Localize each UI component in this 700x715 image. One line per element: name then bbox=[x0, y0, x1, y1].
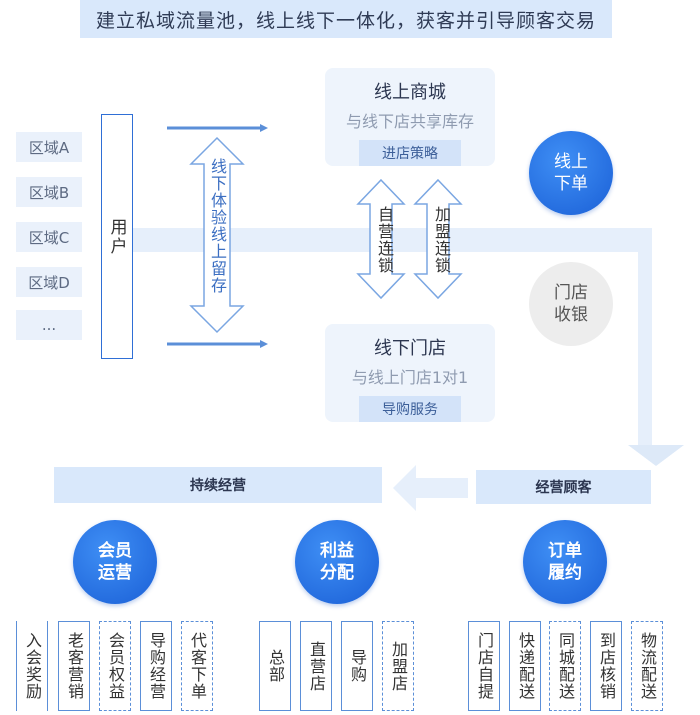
online-order-label: 线上下单 bbox=[554, 152, 588, 194]
offline-store-card: 线下门店 与线上门店1对1 导购服务 bbox=[325, 324, 495, 422]
online-store-title: 线上商城 bbox=[374, 82, 446, 103]
store-cashier-circle: 门店收银 bbox=[529, 262, 613, 346]
member-ops-label: 会员运营 bbox=[98, 541, 132, 583]
online-store-subtitle: 与线下店共享库存 bbox=[345, 112, 474, 131]
customer-bar: 经营顾客 bbox=[476, 470, 651, 504]
franchise-chain-label: 加盟连锁 bbox=[432, 206, 451, 274]
list-item: 快递配送 bbox=[509, 621, 541, 711]
order-fulfillment-circle: 订单履约 bbox=[523, 520, 607, 604]
chain-arrow-franchise bbox=[413, 178, 463, 300]
list-item: 门店自提 bbox=[468, 621, 500, 711]
offline-store-title: 线下门店 bbox=[374, 338, 446, 359]
member-ops-circle: 会员运营 bbox=[73, 520, 157, 604]
chain-arrow-self bbox=[356, 178, 406, 300]
list-item: 物流配送 bbox=[631, 621, 663, 711]
profit-distribution-circle: 利益分配 bbox=[295, 520, 379, 604]
order-fulfillment-label: 订单履约 bbox=[548, 541, 582, 583]
region-more: ... bbox=[16, 310, 82, 340]
list-item: 导购经营 bbox=[140, 621, 172, 711]
self-chain-label: 自营连锁 bbox=[375, 206, 394, 274]
sustain-bar: 持续经营 bbox=[54, 467, 382, 503]
list-item: 会员权益 bbox=[99, 621, 131, 711]
down-arrow bbox=[628, 445, 684, 466]
left-arrow bbox=[393, 465, 468, 511]
shopping-guide-button[interactable]: 导购服务 bbox=[359, 396, 461, 422]
store-cashier-label: 门店收银 bbox=[554, 283, 588, 325]
region-a: 区域A bbox=[16, 132, 82, 162]
list-item: 入会奖励 bbox=[16, 621, 48, 711]
online-store-card: 线上商城 与线下店共享库存 进店策略 bbox=[325, 68, 495, 166]
list-item: 导购 bbox=[341, 621, 373, 711]
region-c: 区域C bbox=[16, 222, 82, 252]
region-d: 区域D bbox=[16, 267, 82, 297]
double-arrow-vertical bbox=[189, 136, 245, 334]
list-item: 直营店 bbox=[300, 621, 332, 711]
region-b: 区域B bbox=[16, 177, 82, 207]
list-item: 总部 bbox=[259, 621, 291, 711]
store-strategy-button[interactable]: 进店策略 bbox=[359, 140, 461, 166]
online-order-circle: 线上下单 bbox=[529, 131, 613, 215]
list-item: 老客营销 bbox=[58, 621, 90, 711]
list-item: 代客下单 bbox=[181, 621, 213, 711]
list-item: 加盟店 bbox=[382, 621, 414, 711]
offline-store-subtitle: 与线上门店1对1 bbox=[351, 368, 469, 387]
list-item: 同城配送 bbox=[549, 621, 581, 711]
profit-distribution-label: 利益分配 bbox=[320, 541, 354, 583]
main-flow-band bbox=[131, 228, 652, 445]
banner: 建立私域流量池，线上线下一体化，获客并引导顾客交易 bbox=[80, 0, 612, 38]
list-item: 到店核销 bbox=[590, 621, 622, 711]
user-box: 用户 bbox=[101, 114, 133, 359]
offline-experience-label: 线下体验线上留存 bbox=[208, 158, 227, 294]
